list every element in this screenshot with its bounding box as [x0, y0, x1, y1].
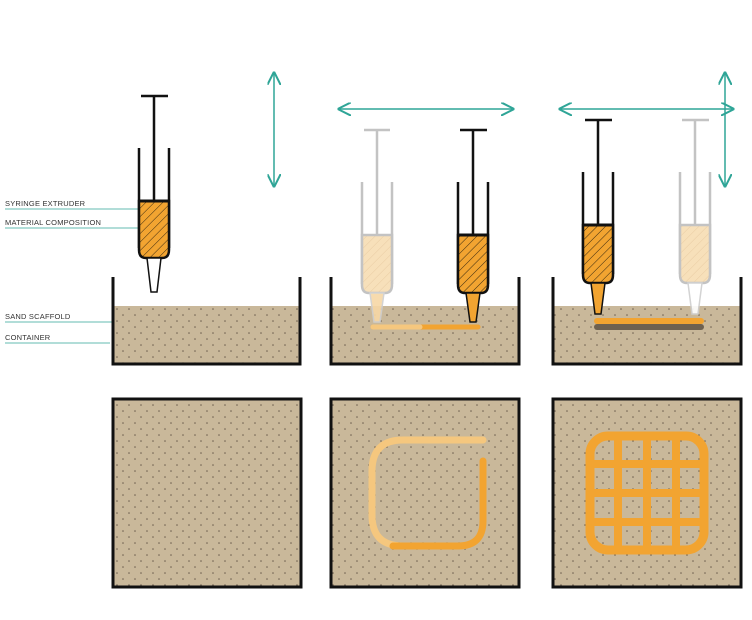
label-material-composition: MATERIAL COMPOSITION	[5, 218, 101, 227]
label-group: SYRINGE EXTRUDER MATERIAL COMPOSITION SA…	[5, 199, 140, 344]
deposited-layer-upper	[594, 318, 704, 324]
deposited-layer-lower	[594, 324, 704, 330]
panel-2-top-view	[329, 397, 521, 589]
panel-1-top-view	[111, 397, 303, 589]
label-container: CONTAINER	[5, 333, 51, 342]
sand-container-icon	[111, 277, 302, 366]
panel-3-top-view	[551, 397, 743, 589]
sand-scaffold	[553, 306, 741, 364]
sand-scaffold-top	[111, 397, 303, 589]
syringe-extruder-icon	[581, 118, 615, 315]
sand-scaffold-top	[329, 397, 521, 589]
syringe-extruder-icon	[456, 128, 490, 323]
label-sand-scaffold: SAND SCAFFOLD	[5, 312, 71, 321]
sand-container-icon	[551, 277, 743, 366]
extruded-path	[389, 457, 487, 550]
printed-grid	[590, 436, 704, 550]
syringe-extruder-icon	[137, 94, 171, 293]
panel-3-side-view	[551, 73, 743, 366]
sand-container-icon	[329, 277, 521, 366]
syringe-ghost-icon	[678, 118, 712, 315]
panel-1-side-view	[111, 73, 302, 366]
label-syringe-extruder: SYRINGE EXTRUDER	[5, 199, 86, 208]
sand-scaffold	[331, 306, 519, 364]
panel-2-side-view	[329, 109, 521, 366]
sand-scaffold	[113, 306, 300, 364]
syringe-ghost-icon	[360, 128, 394, 323]
